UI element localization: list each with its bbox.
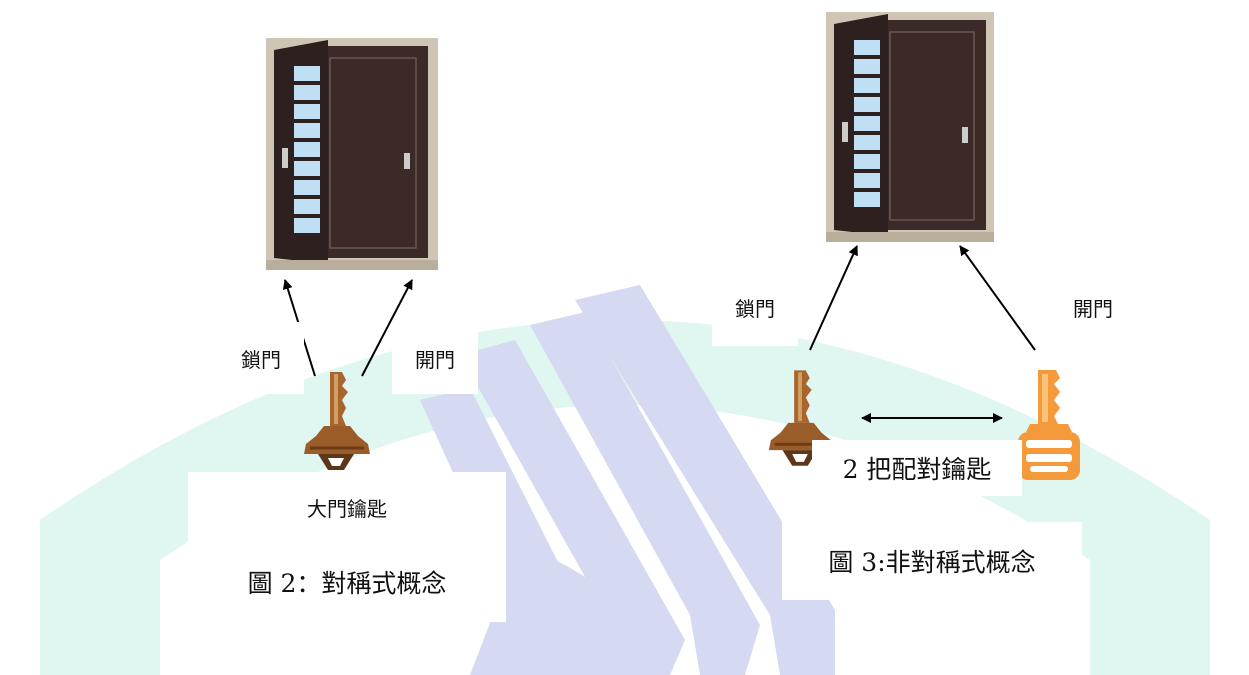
left-caption: 圖 2：對稱式概念 (188, 542, 506, 622)
watermark-blue-stripes (420, 285, 835, 675)
arrow-right-lock (809, 245, 858, 351)
door-icon-left (266, 38, 438, 270)
left-lock-label: 鎖門 (218, 322, 304, 394)
right-caption: 圖 3:非對稱式概念 (782, 522, 1082, 600)
pair-keys-label: 2 把配對鑰匙 (812, 440, 1022, 496)
arrow-left-open (361, 279, 413, 377)
arrow-right-open (959, 245, 1036, 351)
right-open-label: 開門 (1050, 268, 1136, 346)
key-icon-left (304, 372, 370, 470)
left-open-label: 開門 (392, 322, 478, 394)
orange-key-icon (1018, 370, 1080, 480)
left-key-label: 大門鑰匙 (188, 472, 506, 542)
door-icon-right (826, 12, 994, 242)
right-lock-label: 鎖門 (712, 268, 798, 346)
key-icon-right (768, 370, 834, 466)
